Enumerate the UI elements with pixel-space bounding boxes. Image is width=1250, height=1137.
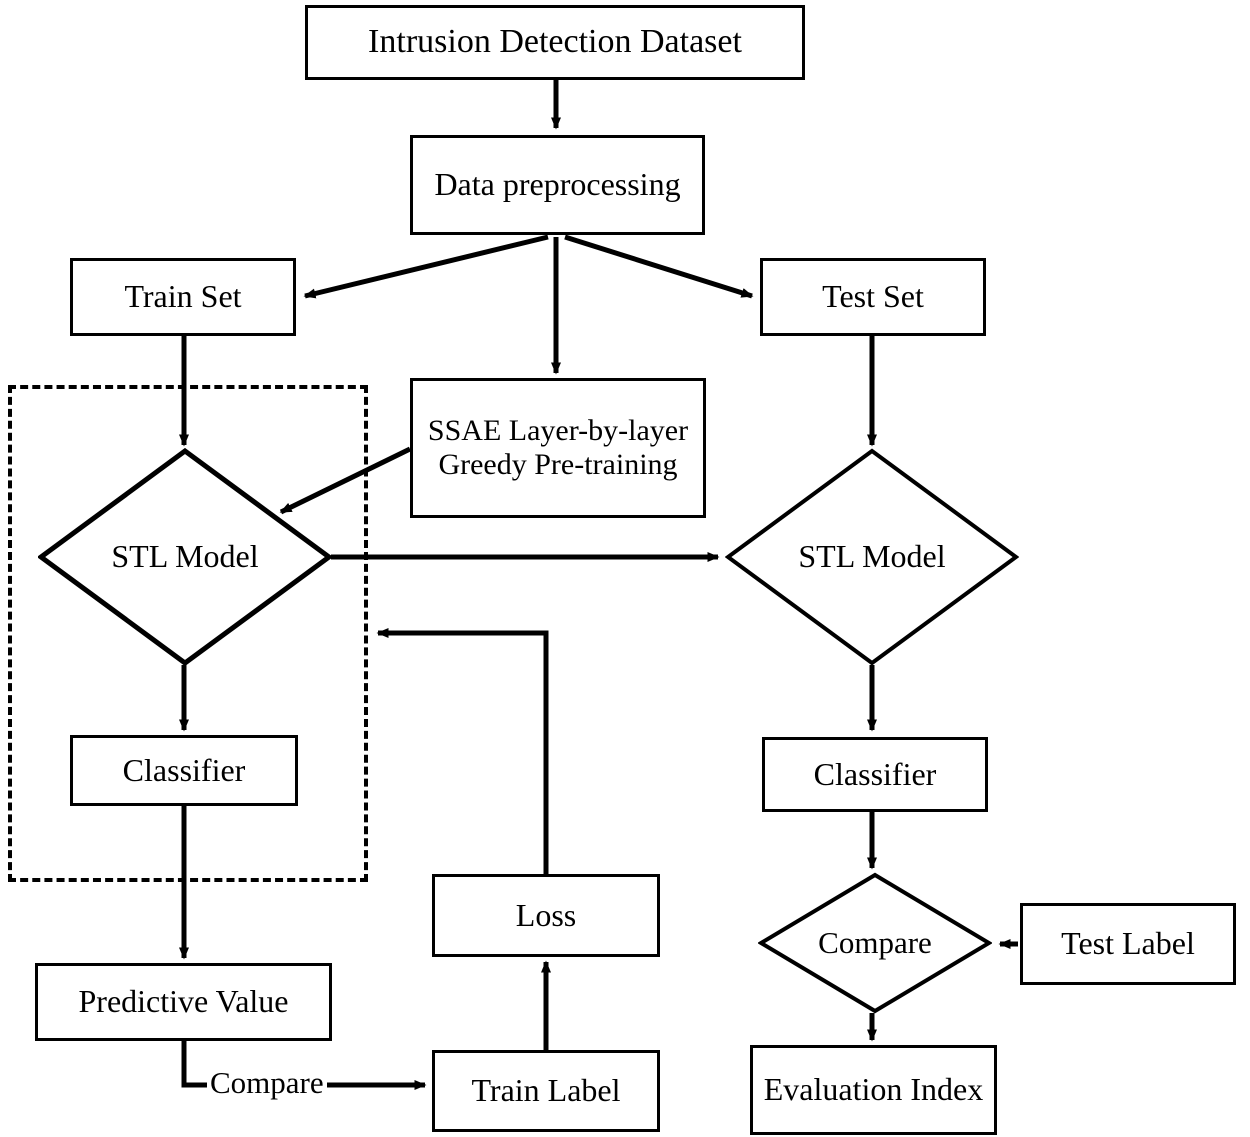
edge-label-compare: Compare	[207, 1065, 327, 1101]
node-label: Classifier	[122, 751, 246, 788]
diamond-shape	[724, 448, 1020, 666]
training-block-dashed-region	[8, 385, 368, 882]
node-evaluation-index[interactable]: Evaluation Index	[750, 1045, 997, 1135]
node-label: Test Label	[1061, 925, 1195, 962]
node-compare-diamond[interactable]: Compare	[757, 872, 993, 1014]
edge-predictive-to-trainlabel	[181, 1041, 427, 1090]
node-label: Intrusion Detection Dataset	[368, 23, 742, 61]
node-label: STL Model	[798, 538, 946, 575]
node-data-preprocessing[interactable]: Data preprocessing	[410, 135, 705, 235]
node-stl-model-test[interactable]: STL Model	[724, 448, 1020, 666]
node-label: STL Model	[111, 538, 259, 575]
node-loss[interactable]: Loss	[432, 874, 660, 957]
node-train-label[interactable]: Train Label	[432, 1050, 660, 1132]
node-label: Predictive Value	[78, 983, 289, 1020]
edge-loss-feedback-to-training-block	[376, 628, 549, 874]
node-label: Compare	[818, 924, 932, 960]
node-label: Loss	[515, 896, 577, 933]
node-classifier-train[interactable]: Classifier	[70, 735, 298, 806]
node-label: Train Set	[124, 278, 242, 315]
edge-preprocessing-to-trainset	[303, 234, 549, 299]
node-label: Evaluation Index	[763, 1071, 984, 1108]
node-label: Test Set	[822, 278, 924, 315]
diamond-shape	[36, 447, 334, 667]
node-test-label[interactable]: Test Label	[1020, 903, 1236, 985]
node-stl-model-train[interactable]: STL Model	[36, 447, 334, 667]
node-label: Data preprocessing	[434, 166, 681, 203]
node-test-set[interactable]: Test Set	[760, 258, 986, 336]
node-train-set[interactable]: Train Set	[70, 258, 296, 336]
node-label: Classifier	[813, 755, 937, 792]
edge-ssae-to-stl-left	[279, 446, 412, 515]
node-label: Train Label	[471, 1072, 621, 1109]
node-ssae-pretraining[interactable]: SSAE Layer-by-layer Greedy Pre-training	[410, 378, 706, 518]
diamond-shape	[757, 872, 993, 1014]
node-intrusion-detection-dataset[interactable]: Intrusion Detection Dataset	[305, 5, 805, 80]
edge-preprocessing-to-testset	[564, 234, 754, 299]
node-classifier-test[interactable]: Classifier	[762, 737, 988, 812]
node-predictive-value[interactable]: Predictive Value	[35, 963, 332, 1041]
node-label: SSAE Layer-by-layer Greedy Pre-training	[427, 414, 689, 481]
